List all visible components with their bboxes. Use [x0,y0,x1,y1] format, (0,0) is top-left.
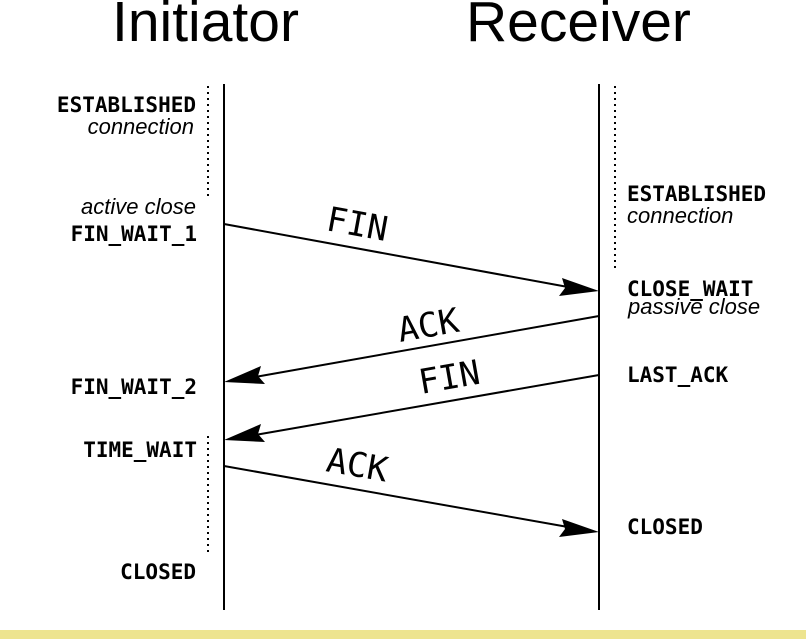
receiver-state-last-ack: LAST_ACK [627,363,729,387]
ack-arrow-1 [254,315,600,378]
initiator-active-close-note: active close [81,194,196,219]
fin-arrowhead-1 [559,278,599,296]
fin-label-2: FIN [416,353,483,403]
fin-arrowhead-2 [224,424,265,442]
receiver-state-closed: CLOSED [627,515,703,539]
fin-label-1: FIN [323,200,391,250]
initiator-state-established: ESTABLISHED [56,93,196,117]
receiver-state-close-wait: CLOSE_WAIT [627,277,754,301]
initiator-state-fin-wait-2: FIN_WAIT_2 [70,375,197,399]
ack-label-2: ACK [323,440,391,490]
ack-arrowhead-1 [224,366,265,384]
initiator-state-time-wait: TIME_WAIT [83,438,197,462]
ack-arrowhead-2 [559,519,599,537]
ack-arrow-2 [223,465,569,528]
receiver-state-established: ESTABLISHED [627,182,767,206]
fin-arrow-1 [223,223,569,288]
receiver-established-note: connection [627,203,734,228]
initiator-established-note: connection [87,114,194,139]
initiator-state-fin-wait-1: FIN_WAIT_1 [70,222,197,246]
receiver-header: Receiver [466,0,691,54]
footer-bar [0,630,806,639]
initiator-state-closed: CLOSED [120,560,196,584]
fin-arrow-2 [254,374,600,436]
initiator-header: Initiator [112,0,299,54]
ack-label-1: ACK [395,301,463,351]
receiver-passive-close-note: passive close [628,294,761,319]
